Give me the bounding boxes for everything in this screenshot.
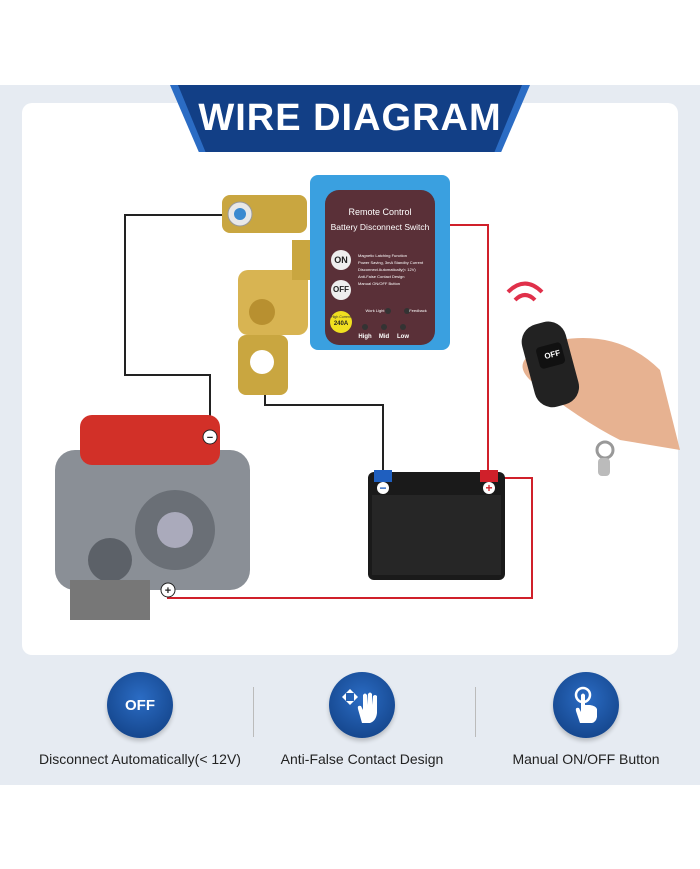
level-low: Low (397, 334, 409, 340)
engine-minus-label: − (207, 432, 213, 444)
on-button-label: ON (334, 255, 348, 265)
divider (253, 687, 254, 737)
work-light-label: Work Light (365, 308, 385, 313)
switch-feature: Disconnect Automatically(< 12V) (358, 267, 416, 272)
battery-plus-label: + (485, 481, 492, 495)
feature-anti-false-contact: Anti-False Contact Design (252, 672, 472, 767)
negative-wire-clamp-battery (264, 390, 384, 472)
level-high: High (358, 334, 372, 340)
switch-feature-list: Magnetic Latching Function Power Saving,… (358, 252, 438, 287)
disconnect-switch (310, 175, 450, 350)
engine-plus-label: + (165, 585, 171, 597)
current-value: 240A (333, 321, 349, 327)
switch-title-2: Battery Disconnect Switch (330, 222, 430, 232)
switch-title-1: Remote Control (348, 207, 412, 217)
feature-auto-disconnect: OFF Disconnect Automatically(< 12V) (30, 672, 250, 767)
level-mid: Mid (378, 334, 390, 340)
battery-image (368, 470, 505, 580)
remote-off-label: OFF (543, 348, 561, 361)
engine-image (55, 415, 250, 620)
feature-manual-button: Manual ON/OFF Button (476, 672, 696, 767)
off-button-label: OFF (333, 285, 349, 294)
switch-feature: Power Saving, 3mA Standby Current (358, 260, 424, 265)
remote-in-hand-image (506, 281, 680, 476)
banner-title: WIRE DIAGRAM (178, 85, 522, 152)
negative-wire-switch-engine (124, 214, 225, 432)
divider (475, 687, 476, 737)
switch-feature: Magnetic Latching Function (358, 253, 407, 258)
battery-terminal-clamp (222, 195, 310, 395)
switch-feature: Manual ON/OFF Button (358, 281, 401, 286)
off-cycle-icon: OFF (107, 672, 173, 738)
feature-label: Manual ON/OFF Button (512, 751, 660, 767)
hand-move-icon (329, 672, 395, 738)
switch-feature: Anti-False Contact Design (358, 274, 405, 279)
feature-label: Anti-False Contact Design (280, 751, 444, 767)
positive-wire-switch-battery (450, 224, 489, 472)
battery-minus-label: − (379, 481, 386, 495)
finger-press-icon (553, 672, 619, 738)
feature-label: Disconnect Automatically(< 12V) (39, 751, 241, 767)
current-label: High Current (331, 315, 351, 319)
indicator-label: Feedback (409, 308, 427, 313)
